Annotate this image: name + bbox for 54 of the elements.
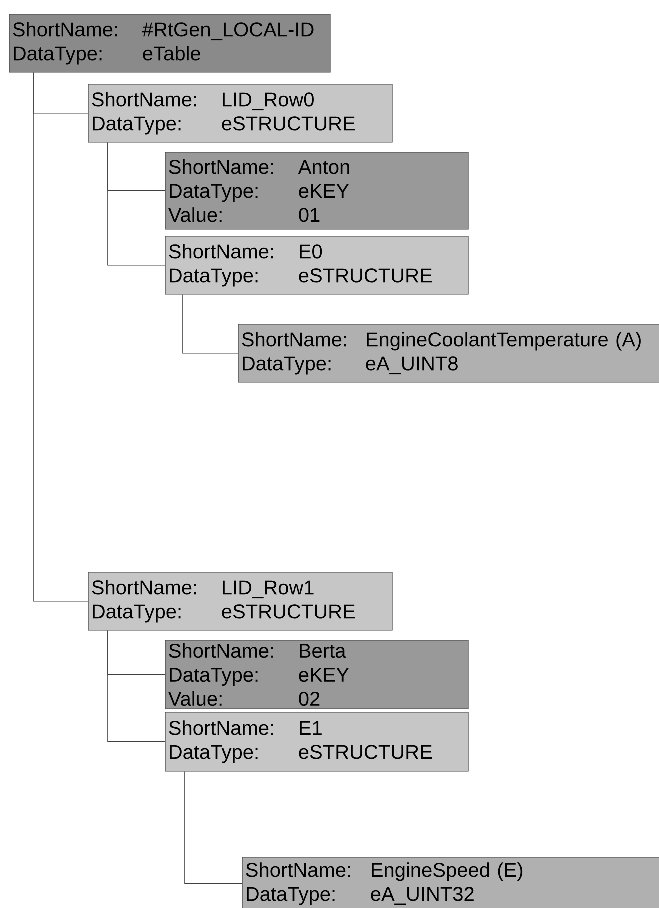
data-box bbox=[165, 712, 469, 772]
field-label: DataType: bbox=[93, 116, 181, 135]
field-label: Value: bbox=[168, 691, 222, 706]
field-value: eA_UINT8 bbox=[366, 356, 458, 375]
field-value: E0 bbox=[300, 244, 322, 259]
connector-line bbox=[34, 72, 88, 602]
field-label: DataType: bbox=[170, 184, 258, 202]
field-label: ShortName: bbox=[92, 580, 196, 595]
field-label: DataType: bbox=[247, 887, 335, 906]
data-box bbox=[238, 324, 659, 383]
field-value: 02 bbox=[299, 692, 320, 706]
field-label: ShortName: bbox=[246, 862, 350, 878]
connector-line bbox=[108, 142, 166, 266]
connector-line bbox=[182, 294, 238, 354]
field-value: E1 bbox=[300, 721, 322, 736]
data-box bbox=[242, 857, 659, 908]
field-value: Anton bbox=[298, 160, 350, 174]
field-label: DataType: bbox=[170, 668, 258, 686]
field-value: eSTRUCTURE bbox=[222, 604, 355, 619]
field-value: EngineCoolantTemperature (A) bbox=[367, 332, 641, 351]
field-label: ShortName: bbox=[169, 720, 274, 736]
field-label: ShortName: bbox=[92, 92, 196, 107]
field-label: DataType: bbox=[170, 745, 258, 764]
data-box bbox=[88, 572, 393, 631]
data-box bbox=[88, 84, 393, 143]
field-label: Value: bbox=[168, 208, 222, 222]
data-box bbox=[165, 640, 469, 710]
field-label: DataType: bbox=[170, 268, 258, 287]
field-label: ShortName: bbox=[169, 643, 274, 658]
field-value: #RtGen_LOCAL-ID bbox=[142, 22, 314, 41]
field-label: ShortName: bbox=[13, 22, 118, 37]
field-value: eTable bbox=[143, 46, 200, 61]
field-label: ShortName: bbox=[169, 160, 274, 174]
field-value: LID_Row1 bbox=[223, 580, 314, 599]
field-value: eKEY bbox=[299, 184, 350, 198]
field-value: eSTRUCTURE bbox=[299, 268, 432, 283]
field-value: eA_UINT32 bbox=[371, 887, 474, 906]
field-label: ShortName: bbox=[242, 332, 346, 347]
field-value: Berta bbox=[300, 644, 346, 658]
field-value: LID_Row0 bbox=[223, 92, 314, 111]
connector-line bbox=[184, 771, 242, 884]
data-box bbox=[165, 152, 469, 230]
field-value: EngineSpeed (E) bbox=[372, 862, 523, 882]
field-value: 01 bbox=[299, 208, 320, 222]
field-label: ShortName: bbox=[169, 244, 274, 259]
field-label: DataType: bbox=[243, 356, 331, 375]
field-value: eKEY bbox=[299, 668, 350, 682]
field-value: eSTRUCTURE bbox=[299, 745, 432, 760]
field-value: eSTRUCTURE bbox=[222, 116, 355, 131]
field-label: DataType: bbox=[14, 46, 102, 65]
field-label: DataType: bbox=[93, 604, 181, 623]
connector-line bbox=[108, 630, 166, 742]
data-box bbox=[9, 14, 331, 73]
data-box bbox=[165, 236, 469, 295]
